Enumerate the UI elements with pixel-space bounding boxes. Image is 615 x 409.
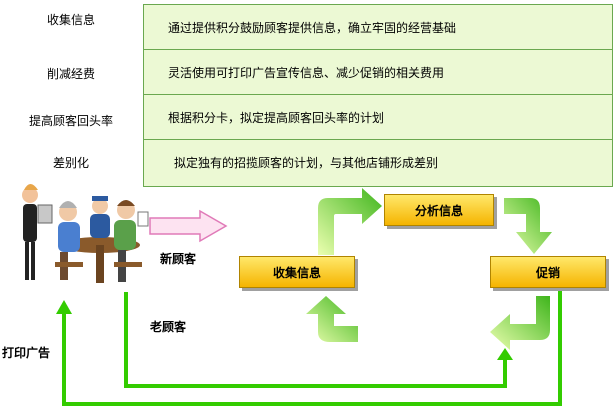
- table-row: 拟定独有的招揽顾客的计划，与其他店铺形成差别: [144, 140, 612, 185]
- table-row-desc: 通过提供积分鼓励顾客提供信息，确立牢固的经营基础: [168, 20, 457, 35]
- old-customer-label: 老顾客: [150, 320, 187, 334]
- row-label-collect: 收集信息: [46, 13, 95, 27]
- analyze-info-label: 分析信息: [414, 203, 463, 218]
- new-customer-arrow: [149, 209, 228, 243]
- benefits-table: 通过提供积分鼓励顾客提供信息，确立牢固的经营基础 灵活使用可打印广告宣传信息、减…: [143, 4, 613, 187]
- cycle-arrow-2: [504, 198, 552, 254]
- promote-box: 促销: [490, 256, 606, 288]
- promote-label: 促销: [535, 265, 560, 280]
- table-row: 根据积分卡，拟定提高顾客回头率的计划: [144, 95, 612, 140]
- new-customer-label: 新顾客: [160, 252, 197, 266]
- old-customer-line: [124, 292, 507, 388]
- print-ad-line: [62, 290, 562, 406]
- row-label-reduce: 削减经费: [46, 67, 95, 81]
- collect-info-label: 收集信息: [272, 265, 321, 280]
- cycle-arrow-3: [490, 296, 550, 350]
- row-label-return-rate: 提高顾客回头率: [28, 114, 113, 128]
- analyze-info-box: 分析信息: [384, 194, 494, 226]
- cycle-arrow-4: [306, 296, 358, 342]
- customers-illustration: [22, 184, 149, 283]
- table-row: 灵活使用可打印广告宣传信息、减少促销的相关费用: [144, 50, 612, 95]
- print-ad-label: 打印广告: [2, 346, 51, 360]
- table-row-desc: 灵活使用可打印广告宣传信息、减少促销的相关费用: [168, 65, 445, 80]
- table-row: 通过提供积分鼓励顾客提供信息，确立牢固的经营基础: [144, 5, 612, 50]
- cycle-arrow-1: [318, 188, 382, 255]
- collect-info-box: 收集信息: [239, 256, 355, 288]
- table-row-desc: 根据积分卡，拟定提高顾客回头率的计划: [168, 110, 385, 125]
- row-label-differentiate: 差别化: [52, 156, 89, 170]
- table-row-desc: 拟定独有的招揽顾客的计划，与其他店铺形成差别: [174, 156, 439, 170]
